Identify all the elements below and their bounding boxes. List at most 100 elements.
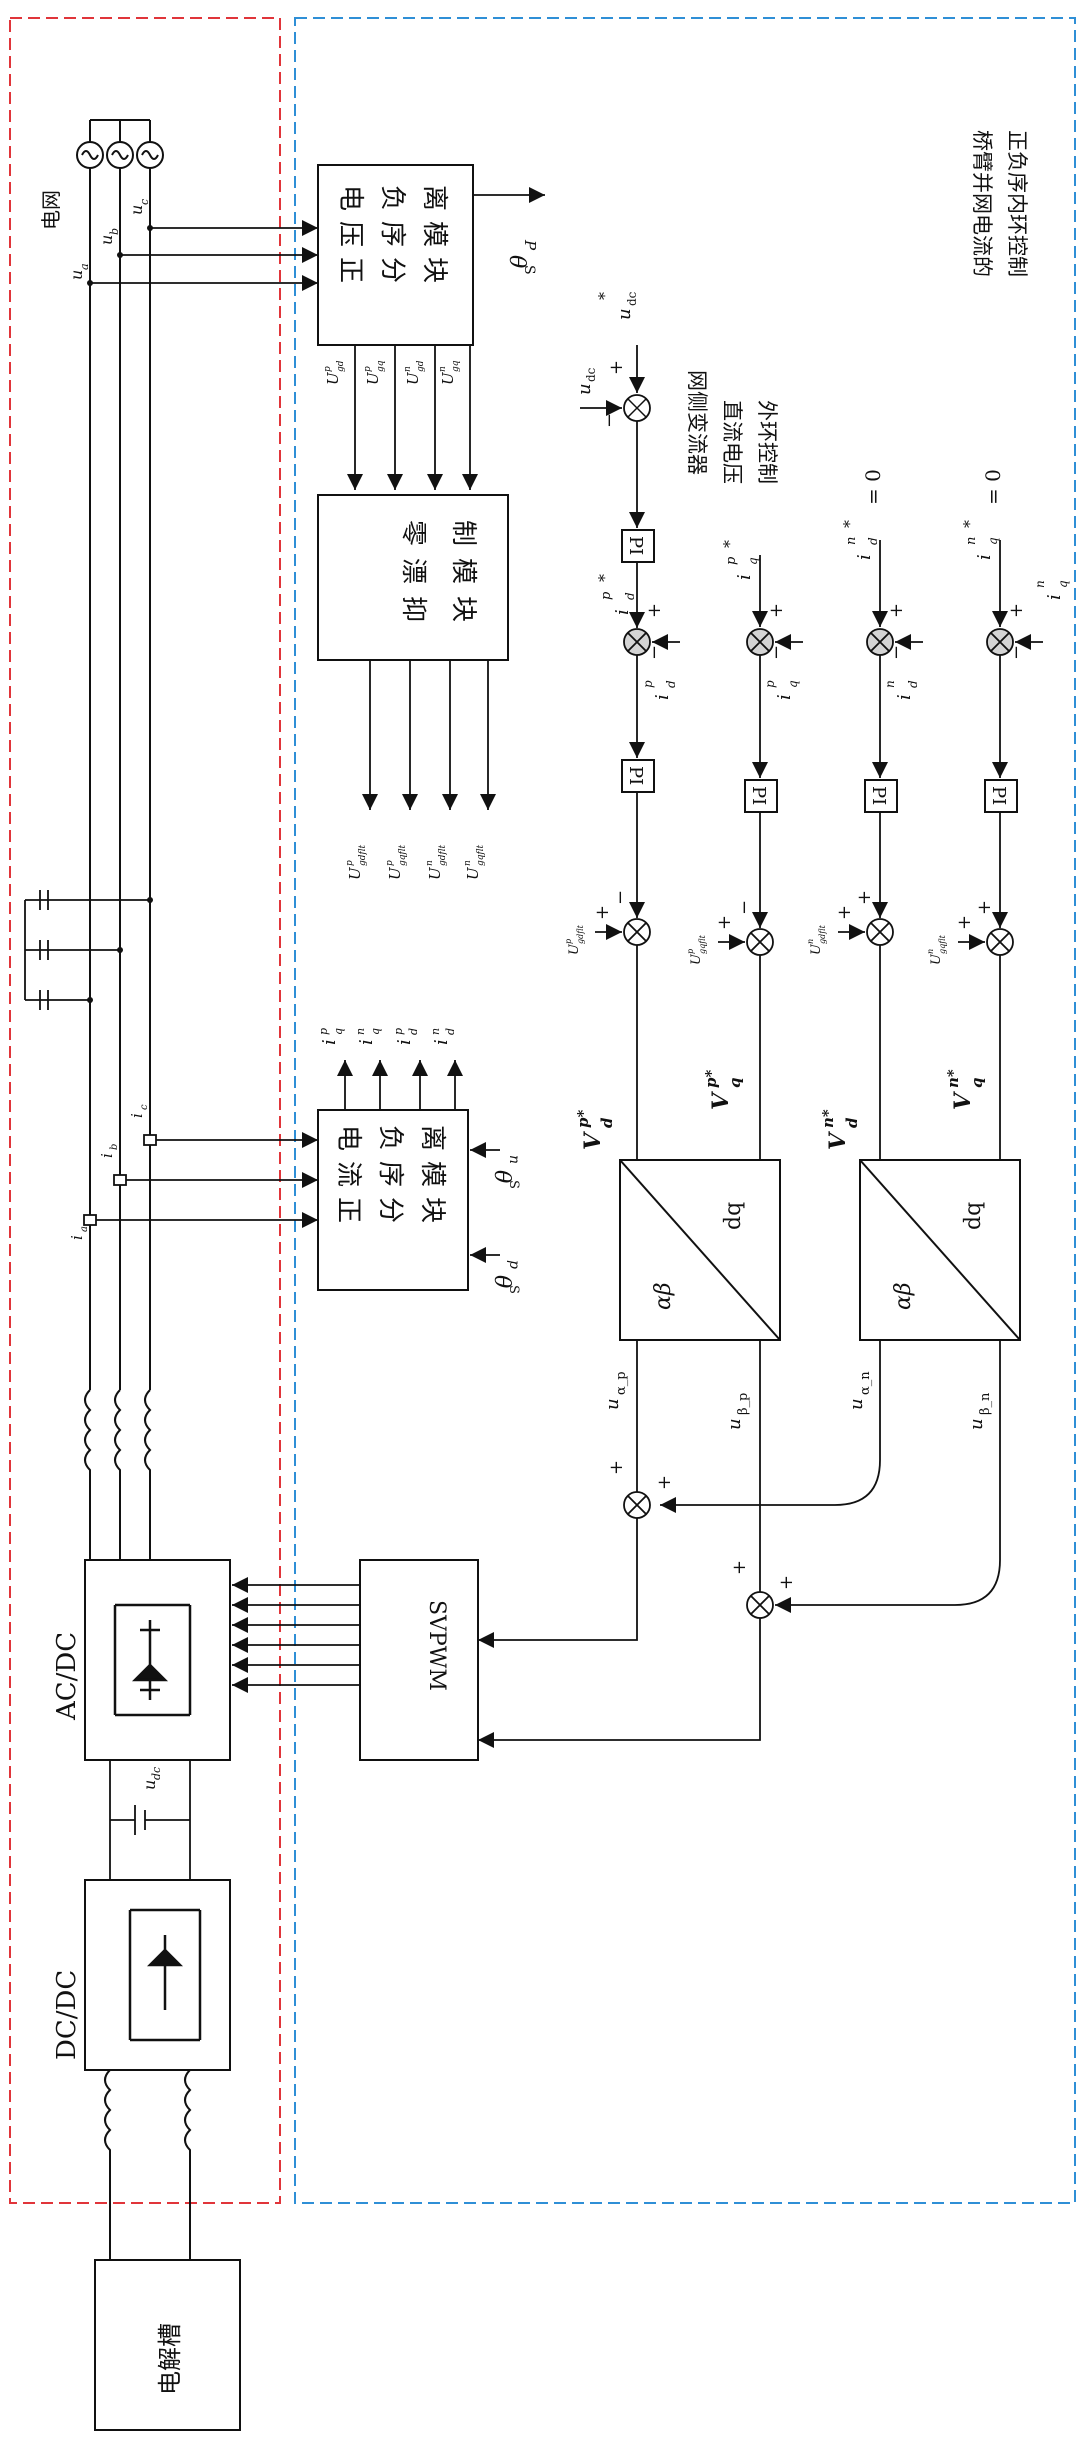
ab-plus-2b: + bbox=[776, 1575, 797, 1590]
tf-n-dq: dq bbox=[961, 1202, 986, 1230]
cout-3-sub: d bbox=[407, 1028, 420, 1035]
grid-voltage-labels: u u u bbox=[67, 205, 146, 280]
idn-eq-zero: = 0 bbox=[861, 469, 885, 505]
theta-n-sup: n bbox=[506, 1155, 522, 1164]
ub-label: u bbox=[97, 235, 116, 245]
sum-minus-2: − bbox=[766, 645, 787, 660]
iqp-ref-star: * bbox=[720, 540, 739, 548]
drift-line1: 零漂抑 bbox=[398, 520, 428, 634]
fb-idp-sub: d bbox=[664, 680, 678, 688]
idn-ref-sup: n bbox=[844, 537, 859, 545]
ic-label: i bbox=[128, 1113, 146, 1118]
svpwm-label: SVPWM bbox=[424, 1600, 449, 1691]
u-alpha-n-sub: α_n bbox=[858, 1371, 873, 1395]
theta-main: θ bbox=[504, 255, 529, 268]
ff-label-1-sup: p bbox=[564, 939, 573, 944]
cmod-line3: 离模块 bbox=[417, 1125, 447, 1233]
ua-sub: a bbox=[78, 263, 91, 270]
u-beta-n-sub: β_n bbox=[978, 1392, 993, 1415]
sum-minus-3: − bbox=[886, 645, 907, 660]
fb-iqp-sub: q bbox=[786, 680, 800, 688]
ff-minus-2: − bbox=[734, 900, 755, 915]
ic-sub: c bbox=[139, 1104, 150, 1110]
vout-1-sub: gd bbox=[336, 360, 346, 372]
drift-module-output-arrows bbox=[361, 660, 497, 810]
pi-row-2 bbox=[621, 759, 1018, 813]
vout-4-sup: n bbox=[438, 366, 448, 372]
cmod-line2: 负序分 bbox=[375, 1125, 405, 1233]
vmod-line1: 电压正 bbox=[335, 185, 365, 293]
ab-plus-2a: + bbox=[729, 1560, 750, 1575]
fb-iqp-sup: p bbox=[763, 680, 777, 688]
udc-fb-label: u bbox=[574, 383, 595, 395]
fb-iqn-sub: q bbox=[1056, 580, 1070, 588]
vmod-line3: 离模块 bbox=[419, 185, 449, 293]
iqp-ref: i bbox=[734, 574, 755, 580]
idn-ref: i bbox=[854, 554, 875, 560]
vout-3: U bbox=[404, 371, 422, 385]
dout-1: U bbox=[346, 866, 364, 880]
dout-1-sup: p bbox=[345, 860, 355, 866]
fb-iqn-sup: n bbox=[1033, 580, 1047, 588]
sum-minus-4: − bbox=[1006, 645, 1027, 660]
electrolyzer-box bbox=[94, 2259, 241, 2431]
idp-ref-star: * bbox=[595, 574, 614, 582]
fb-idp: i bbox=[652, 694, 673, 700]
dc-sum-plus-1: + bbox=[606, 360, 627, 375]
dout-3-sub: gdflt bbox=[438, 844, 448, 866]
idn-ref-star: * bbox=[840, 520, 859, 528]
vref-dp-sup: p* bbox=[574, 1110, 592, 1128]
ib-label: i bbox=[98, 1153, 116, 1158]
cout-4-sup: n bbox=[429, 1028, 442, 1035]
vref-qn: V bbox=[950, 1091, 976, 1110]
cout-3-sup: p bbox=[392, 1028, 405, 1035]
u-alpha-p: u bbox=[602, 1398, 623, 1410]
dout-3-sup: n bbox=[425, 860, 435, 866]
ff-label-4: U bbox=[929, 953, 944, 965]
grid-inductors bbox=[84, 1389, 152, 1560]
voltage-separation-module bbox=[317, 164, 474, 346]
svpwm-block bbox=[359, 1559, 479, 1761]
ib-sub: b bbox=[109, 1144, 120, 1150]
fb-idn: i bbox=[894, 694, 915, 700]
udc-ref-label: u bbox=[614, 308, 635, 320]
theta-n-sub: S bbox=[506, 1180, 521, 1189]
ff-label-1: U bbox=[567, 943, 582, 955]
vout-4: U bbox=[439, 371, 457, 385]
dc-link bbox=[109, 1760, 191, 1880]
fb-iqp: i bbox=[774, 694, 795, 700]
ff-plus-2: + bbox=[714, 915, 735, 930]
vref-qn-sub: q bbox=[968, 1078, 986, 1089]
dout-2-sub: gqflt bbox=[398, 844, 408, 866]
vref-dn-sub: d bbox=[843, 1117, 861, 1128]
dc-loop-title-3: 外环控制 bbox=[755, 400, 779, 484]
ff-plus-4b: + bbox=[954, 915, 975, 930]
dc-loop-title-2: 直流电压 bbox=[720, 400, 744, 484]
dout-4: U bbox=[464, 866, 482, 880]
dout-2: U bbox=[386, 866, 404, 880]
cout-1: i bbox=[319, 1039, 340, 1045]
cout-2-sup: n bbox=[354, 1028, 367, 1035]
dout-1-sub: gdflt bbox=[358, 844, 368, 866]
dcdc-switch-icon bbox=[128, 1908, 202, 2042]
tf-p-dq: dq bbox=[721, 1202, 746, 1230]
cout-1-sub: q bbox=[332, 1028, 345, 1035]
theta-p-sub: S bbox=[506, 1285, 521, 1294]
acdc-label: AC/DC bbox=[52, 1632, 82, 1721]
vout-1-sup: p bbox=[323, 366, 333, 372]
ff-label-3: U bbox=[809, 943, 824, 955]
sum-plus-4: + bbox=[1006, 603, 1027, 618]
vmod-line2: 负序分 bbox=[377, 185, 407, 293]
theta-p-sup: p bbox=[506, 1260, 522, 1269]
iqp-ref-sup: p bbox=[724, 556, 739, 565]
inner-loop-title-1: 桥臂并网电流的 bbox=[970, 130, 994, 277]
transform-block-p bbox=[619, 1159, 781, 1341]
pi-id-p: PI bbox=[625, 766, 646, 785]
acdc-igbt-icon bbox=[113, 1603, 192, 1717]
ff-minus-1: − bbox=[610, 890, 631, 905]
ia-sub: a bbox=[79, 1226, 90, 1232]
u-alpha-n: u bbox=[846, 1398, 867, 1410]
vout-1: U bbox=[324, 371, 342, 385]
acdc-converter bbox=[84, 1559, 231, 1761]
udc-ref-sub: dc bbox=[625, 291, 639, 306]
